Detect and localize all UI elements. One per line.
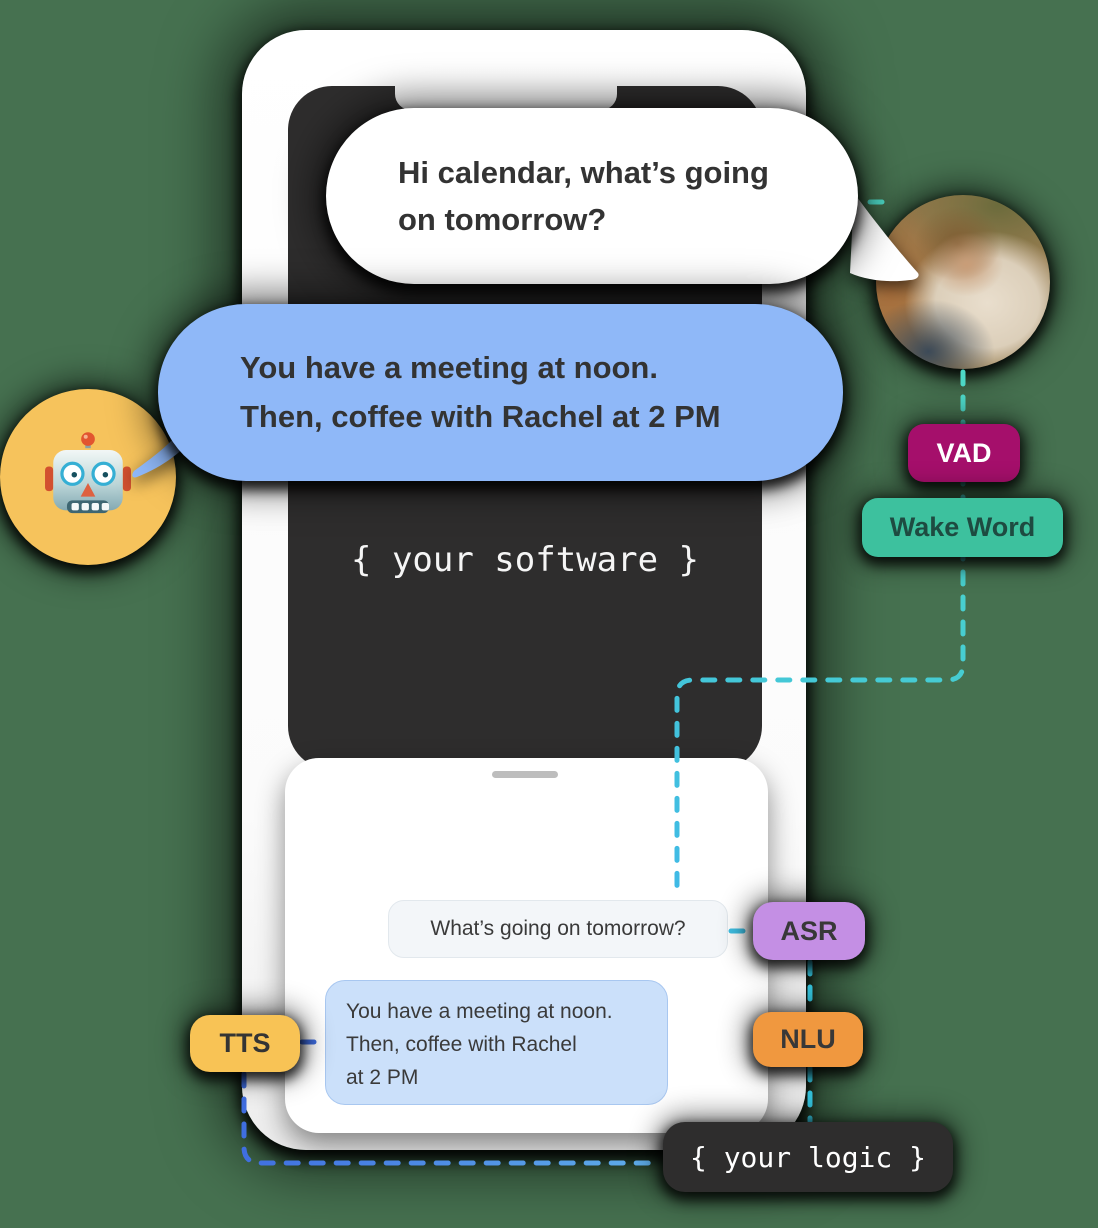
badge-nlu: NLU xyxy=(753,1012,863,1067)
vad-wakeword-flow-line xyxy=(674,369,966,899)
assistant-speech-line: You have a meeting at noon. xyxy=(240,350,658,385)
sheet-assistant-message-line: at 2 PM xyxy=(346,1066,419,1089)
assistant-avatar xyxy=(0,389,176,565)
sheet-assistant-message: You have a meeting at noon. Then, coffee… xyxy=(325,980,668,1105)
sheet-assistant-message-line: Then, coffee with Rachel xyxy=(346,1033,577,1056)
assistant-speech-bubble: You have a meeting at noon. Then, coffee… xyxy=(158,304,843,481)
user-speech-bubble: Hi calendar, what’s going on tomorrow? xyxy=(326,108,858,284)
assistant-speech-line: Then, coffee with Rachel at 2 PM xyxy=(240,399,721,434)
robot-icon xyxy=(45,432,131,514)
user-speech-line: Hi calendar, what’s going xyxy=(398,155,769,190)
badge-wake-word: Wake Word xyxy=(862,498,1063,557)
logic-to-tts-flow-line xyxy=(241,1071,664,1166)
user-speech-line: on tomorrow? xyxy=(398,202,607,237)
badge-vad: VAD xyxy=(908,424,1020,482)
sheet-assistant-message-line: You have a meeting at noon. xyxy=(346,1000,613,1023)
badge-tts: TTS xyxy=(190,1015,300,1072)
phone-notch xyxy=(395,86,617,110)
sheet-drag-handle xyxy=(492,771,558,778)
badge-your-logic: { your logic } xyxy=(663,1122,953,1192)
screen-software-label: { your software } xyxy=(351,540,699,580)
person-photo-avatar xyxy=(876,195,1050,369)
badge-asr: ASR xyxy=(753,902,865,960)
user-bubble-tail xyxy=(850,193,919,282)
sheet-user-message: What’s going on tomorrow? xyxy=(388,900,728,958)
